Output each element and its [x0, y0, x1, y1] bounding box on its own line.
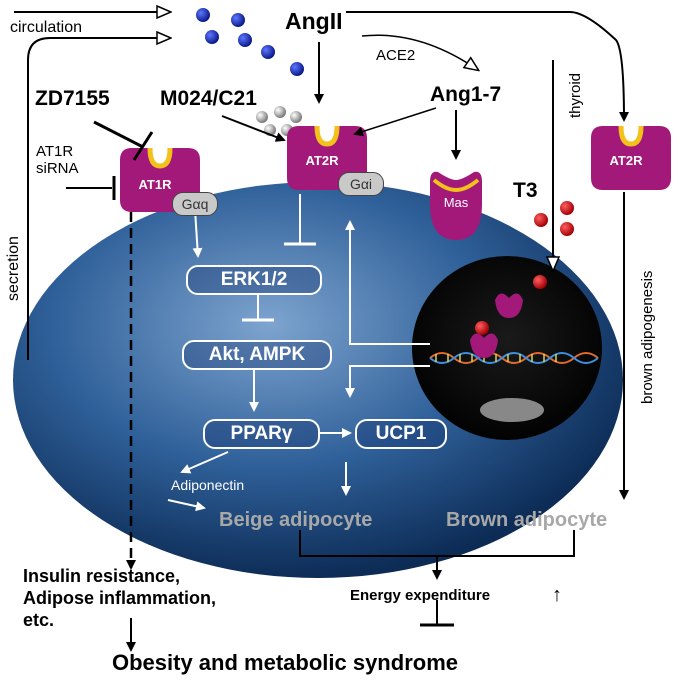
at2r-brown-label: AT2R — [609, 153, 643, 168]
zd7155-label: ZD7155 — [35, 87, 110, 110]
adiponectin-label: Adiponectin — [171, 477, 245, 493]
at2r-label: AT2R — [305, 153, 339, 168]
thyroid-receptor-bound — [470, 333, 498, 358]
gaq-protein: Gαq — [172, 192, 218, 216]
nucleolus — [480, 398, 544, 422]
mas-receptor — [430, 171, 482, 240]
at2r-receptor-brown — [591, 125, 671, 190]
outcome-line-2: Adipose inflammation, — [23, 588, 217, 608]
t3-label: T3 — [513, 179, 538, 202]
at1r-sirna-label-1: AT1R — [36, 143, 74, 160]
nucleus — [412, 256, 602, 440]
angii-molecules — [196, 8, 304, 76]
up-arrow-icon: ↑ — [552, 584, 562, 606]
energy-expenditure-label: Energy expenditure — [350, 587, 491, 604]
erk-node: ERK1/2 — [186, 265, 322, 295]
brown-adipogenesis-label: brown adipogenesis — [639, 270, 656, 404]
ang17-label: Ang1-7 — [430, 83, 502, 106]
ppar-node: PPARγ — [203, 419, 320, 449]
outcome-line-1: Insulin resistance, — [23, 566, 181, 586]
outcome-line-3: etc. — [23, 610, 55, 630]
mas-label: Mas — [443, 195, 469, 210]
angii-label: AngII — [285, 8, 343, 34]
akt-ampk-node: Akt, AMPK — [182, 340, 332, 370]
t3-molecule — [475, 321, 489, 335]
thyroid-label: thyroid — [567, 72, 584, 118]
ace2-label: ACE2 — [376, 47, 416, 64]
gai-protein: Gαi — [338, 172, 384, 196]
beige-adipocyte-label: Beige adipocyte — [219, 509, 373, 531]
t3-molecules — [534, 201, 574, 236]
brown-adipocyte-label: Brown adipocyte — [446, 509, 608, 531]
m024c21-label: M024/C21 — [160, 87, 257, 110]
at1r-sirna-label-2: siRNA — [36, 160, 79, 177]
t3-molecule — [533, 275, 547, 289]
at1r-label: AT1R — [138, 177, 172, 192]
ucp1-node: UCP1 — [355, 419, 447, 449]
thyroid-receptor — [495, 293, 523, 318]
circulation-label: circulation — [10, 19, 83, 36]
obesity-label: Obesity and metabolic syndrome — [112, 650, 458, 675]
secretion-label: secretion — [5, 236, 22, 301]
